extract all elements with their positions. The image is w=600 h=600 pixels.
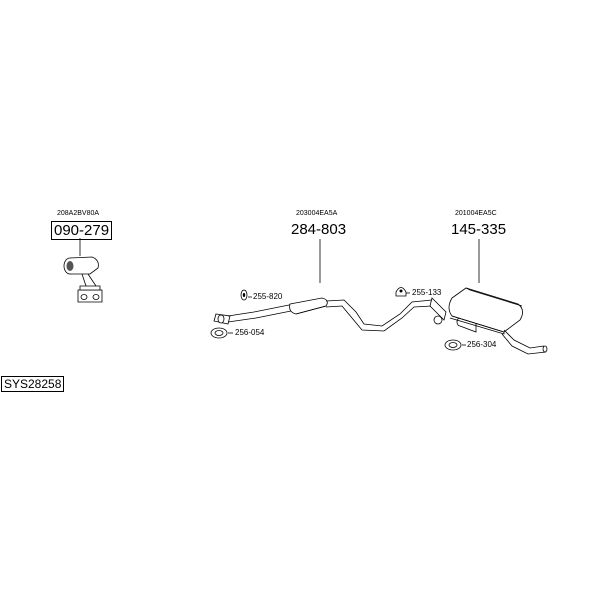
rubber-mount-middle-number[interactable]: 255-820 [253,292,283,301]
rear-silencer-part-number[interactable]: 145-335 [451,221,507,238]
gasket-front[interactable] [210,327,228,339]
gasket-front-number[interactable]: 256-054 [235,328,265,337]
gasket-rear-number[interactable]: 256-304 [467,340,497,349]
rear-silencer-oe-ref: 201004EA5C [455,210,497,217]
rubber-mount-rear-number[interactable]: 255-133 [412,288,442,297]
system-code: SYS28258 [1,376,65,392]
front-pipe-part-number[interactable]: 090-279 [51,221,113,240]
front-pipe-part[interactable] [63,256,103,303]
middle-silencer-oe-ref: 203004EA5A [296,210,338,217]
rear-silencer-part[interactable] [448,287,548,355]
rubber-mount-rear[interactable] [395,287,407,297]
rubber-mount-middle[interactable] [240,289,248,301]
middle-silencer-part[interactable] [213,297,447,332]
front-pipe-oe-ref: 208A2BV80A [57,210,100,217]
middle-silencer-part-number[interactable]: 284-803 [291,221,347,238]
gasket-rear[interactable] [444,339,462,351]
